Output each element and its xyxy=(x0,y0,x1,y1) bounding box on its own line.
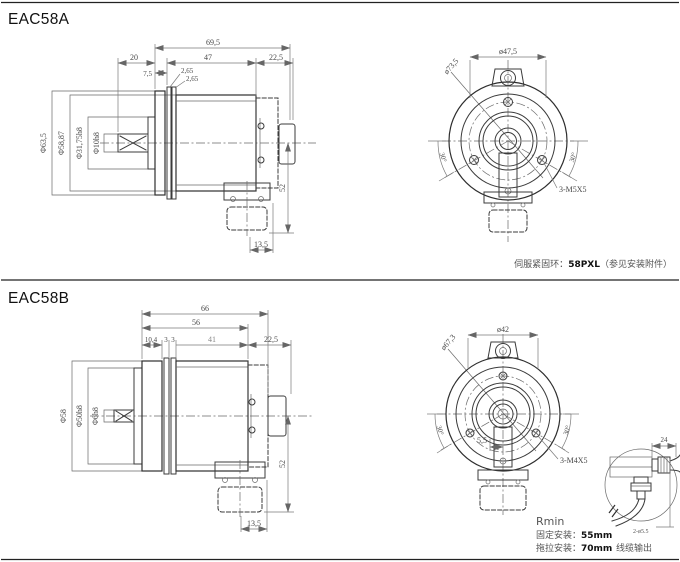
dim-angle-left-b: 30° xyxy=(435,424,446,436)
dim-seg4-b: 41 xyxy=(208,335,216,344)
dim-rear-length-b: 22,5 xyxy=(264,335,278,344)
label-shaft-diameter-b: Φ6h8 xyxy=(91,407,100,425)
section-a-title: EAC58A xyxy=(8,11,70,28)
rmin-fixed-label: 固定安装： xyxy=(536,529,581,541)
dim-body-length-a: 47 xyxy=(204,53,212,62)
label-body-diameter-a: Φ58,87 xyxy=(57,131,66,155)
right-bottom-dimensions-b xyxy=(240,415,294,532)
dim-plate1-thickness-a: 2,65 xyxy=(181,67,194,75)
label-cable-diameter: 2-ø5.5 xyxy=(633,529,649,535)
label-pilot-diameter-b: Φ50h8 xyxy=(75,405,84,427)
dim-height-b: 52 xyxy=(278,460,287,468)
front-dimensions-b xyxy=(427,332,579,460)
front-view-b: ø42 ø67,3 30° 30° 5,5 3-M4X5 xyxy=(427,325,588,515)
dim-angle-right-b: 30° xyxy=(562,424,573,436)
outer-diameter-leader-a xyxy=(450,71,544,179)
section-b-title: EAC58B xyxy=(8,290,69,307)
side-view-a: Φ63,5 Φ58,87 Φ31,75h8 Φ10h8 xyxy=(39,38,316,253)
dim-foot-a: 13,5 xyxy=(254,240,268,249)
label-screws-a: 3-M5X5 xyxy=(559,185,587,194)
rmin-note: Rmin 固定安装：55mm 拖拉安装：70mm xyxy=(536,515,612,554)
drawing-eac58a: EAC58A Φ63,5 Φ58,87 Φ31,75h8 Φ10h8 xyxy=(1,1,679,281)
rmin-drag-value: 70mm xyxy=(581,544,612,554)
top-dimensions-b xyxy=(141,310,292,394)
note-label: 伺服紧固环： xyxy=(514,258,568,270)
side-view-b: Φ58 Φ50h8 Φ6h8 xyxy=(59,304,312,532)
rmin-fixed-line: 固定安装：55mm xyxy=(536,529,612,541)
right-bottom-dimensions-a xyxy=(249,142,294,253)
front-dimensions-a xyxy=(428,54,588,189)
label-flange-diameter-b: Φ58 xyxy=(59,409,68,423)
rmin-drag-label: 拖拉安装： xyxy=(536,542,581,554)
dim-overall-length-a: 69,5 xyxy=(206,38,220,47)
centerlines-a xyxy=(442,60,574,242)
top-dimensions-a xyxy=(117,44,294,132)
dim-overall-length-b: 66 xyxy=(201,304,209,313)
dim-shaft-length-a: 20 xyxy=(130,53,138,62)
encoder-body-b xyxy=(113,357,287,475)
encoder-body-a xyxy=(117,86,296,200)
dim-rear-length-a: 22,5 xyxy=(269,53,283,62)
page-rules xyxy=(1,1,679,281)
dim-angle-right-a: 30° xyxy=(568,151,579,163)
rmin-fixed-value: 55mm xyxy=(581,531,612,541)
front-view-a: ø47,5 ø73,5 30° 30° 3-M5X5 xyxy=(428,47,588,242)
dim-gland-width: 24 xyxy=(661,436,669,444)
mounting-screws-b xyxy=(465,371,541,438)
dim-mid-length-b: 56 xyxy=(192,318,200,327)
diameter-brackets-b xyxy=(71,360,142,472)
front-cable-clamp-b xyxy=(477,469,529,511)
note-value: 58PXL xyxy=(568,260,600,270)
note-suffix: （参见安装附件） xyxy=(600,258,672,270)
cable-clamp-a xyxy=(223,181,271,236)
mounting-screws-a xyxy=(469,97,547,165)
drawing-eac58b: EAC58B Φ58 Φ50h8 Φ6h8 xyxy=(1,290,680,561)
clamp-slot-a xyxy=(498,152,518,198)
dim-seg1-b: 10,4 xyxy=(145,336,158,344)
dim-bolt-circle-a: ø47,5 xyxy=(499,47,517,56)
dim-bolt-circle-b: ø42 xyxy=(497,325,509,334)
rmin-title: Rmin xyxy=(536,515,564,528)
diameter-brackets-a xyxy=(51,90,176,196)
label-flange-diameter-a: Φ63,5 xyxy=(39,133,48,153)
servo-ring-note: 伺服紧固环：58PXL（参见安装附件） xyxy=(514,258,672,270)
dim-seg2-b: 3 xyxy=(164,336,168,344)
cable-exit-detail: 24 2-ø5.5 xyxy=(604,436,680,535)
dim-flange-thickness-a: 7,5 xyxy=(143,70,152,78)
cable-output-label: 线缆输出 xyxy=(616,542,652,554)
dim-angle-left-a: 30° xyxy=(438,151,449,163)
dim-height-a: 52 xyxy=(278,184,287,192)
dim-seg3-b: 3 xyxy=(171,336,175,344)
rmin-drag-line: 拖拉安装：70mm xyxy=(536,542,612,554)
label-screws-b: 3-M4X5 xyxy=(560,456,588,465)
front-cable-clamp-a xyxy=(483,191,533,233)
dim-key-offset-b: 5,5 xyxy=(477,436,487,445)
dim-outer-diameter-b: ø67,3 xyxy=(439,333,458,352)
label-shaft-diameter-a: Φ10h8 xyxy=(92,132,101,154)
dim-plate2-thickness-a: 2,65 xyxy=(186,75,199,83)
label-pilot-diameter-a: Φ31,75h8 xyxy=(75,127,84,159)
top-clamp-tab-a xyxy=(491,68,525,87)
top-clamp-tab-b xyxy=(487,341,519,359)
dim-outer-diameter-a: ø73,5 xyxy=(442,57,461,76)
dim-foot-b: 13,5 xyxy=(247,519,261,528)
cable-clamp-b xyxy=(214,460,266,517)
